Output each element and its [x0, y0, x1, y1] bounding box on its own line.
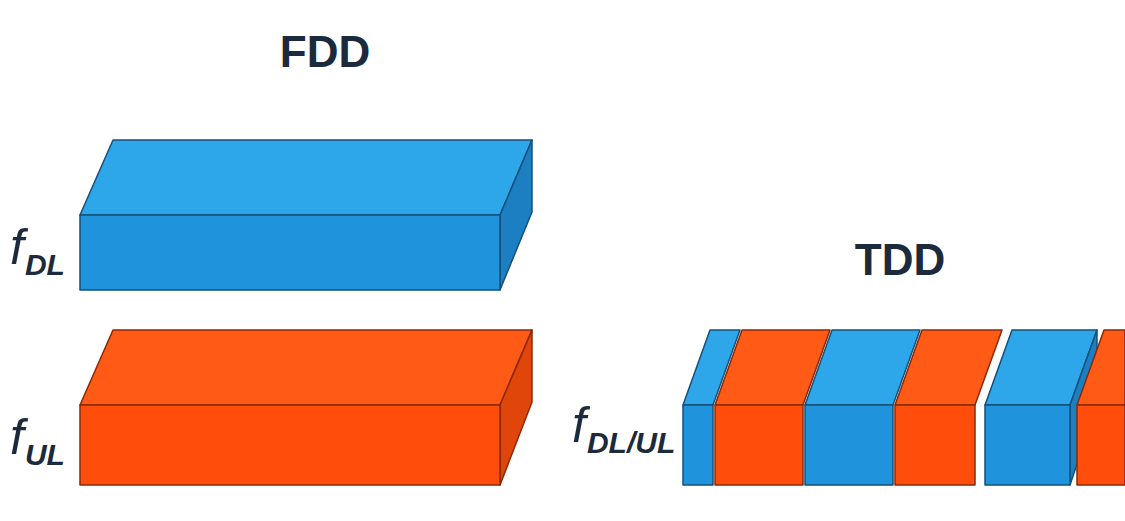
frequency-symbol: f — [10, 412, 24, 462]
fdd-title: FDD — [280, 30, 370, 74]
frequency-subscript: DL — [25, 250, 65, 280]
tdd-slots — [683, 330, 1125, 485]
downlink-bar — [80, 140, 532, 290]
frequency-subscript: DL/UL — [587, 428, 675, 458]
tdd-title: TDD — [855, 238, 945, 282]
uplink-bar — [80, 330, 532, 485]
frequency-symbol: f — [572, 400, 586, 450]
frequency-subscript: UL — [25, 440, 65, 470]
frequency-symbol: f — [10, 222, 24, 272]
